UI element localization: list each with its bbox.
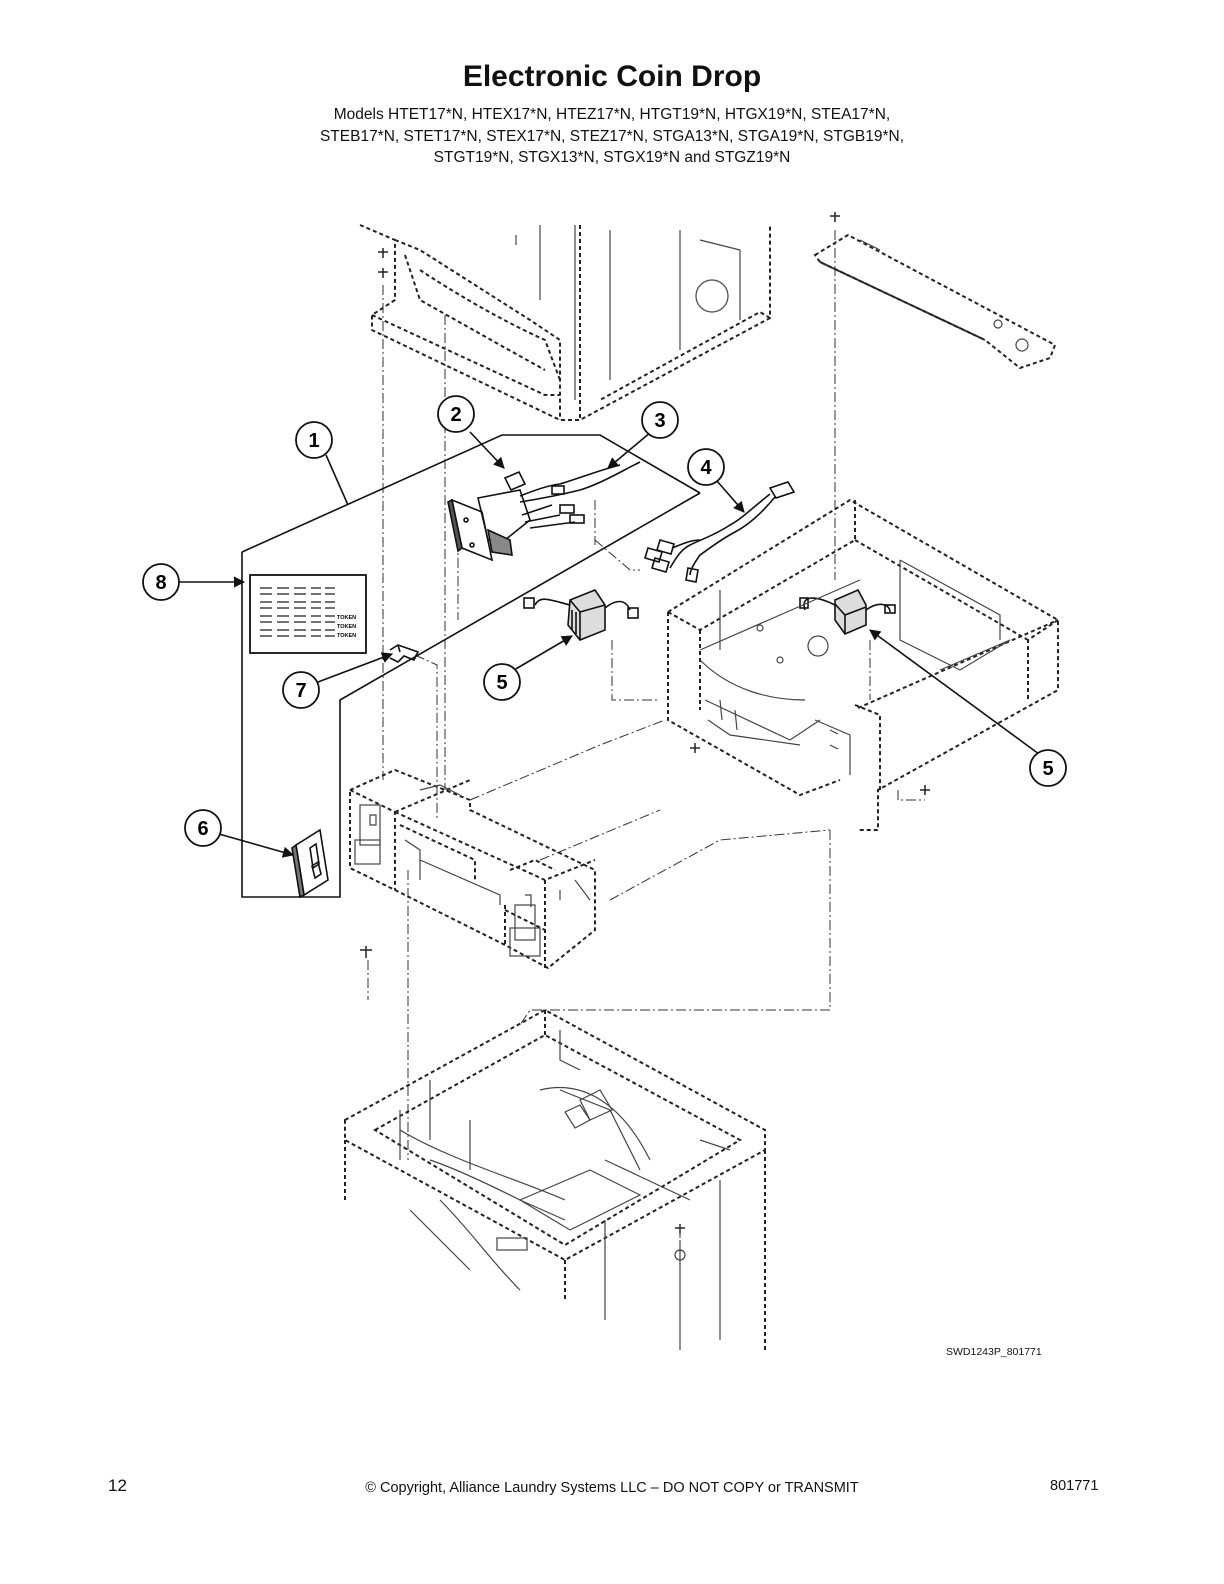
- callout-number: 4: [700, 457, 712, 479]
- page-title: Electronic Coin Drop: [462, 60, 762, 93]
- callout-1: 1: [295, 421, 333, 459]
- upper-cabinet-detail: [515, 225, 741, 400]
- base-frame: [349, 768, 596, 970]
- callout-leaders: [177, 431, 1044, 858]
- housing-internal: [699, 559, 1011, 775]
- drawing-id: SWD1243P_801771: [946, 1346, 1042, 1358]
- screw-fasteners: [360, 212, 930, 1234]
- coin-drop-board: [447, 461, 641, 562]
- control-housing: [667, 498, 1059, 831]
- callout-number: 1: [308, 430, 319, 452]
- callout-6: 6: [184, 809, 222, 847]
- bracket-holes: [859, 239, 1029, 352]
- callout-4: 4: [687, 448, 725, 486]
- coin-slot-plate: [291, 828, 329, 899]
- copyright-notice: © Copyright, Alliance Laundry Systems LL…: [365, 1480, 859, 1496]
- page-number: 12: [108, 1476, 127, 1495]
- transformer-right: [799, 588, 896, 635]
- callout-2: 2: [437, 395, 475, 433]
- model-line: STEB17*N, STET17*N, STEX17*N, STEZ17*N, …: [319, 127, 905, 145]
- label-decal: TOKEN TOKEN TOKEN: [249, 574, 367, 654]
- callout-number: 8: [155, 572, 166, 594]
- callout-number: 7: [295, 680, 306, 702]
- model-line: Models HTET17*N, HTEX17*N, HTEZ17*N, HTG…: [333, 106, 891, 123]
- label-token-text: TOKEN: [337, 633, 356, 639]
- callout-5-right: 5: [1029, 749, 1067, 787]
- model-list: Models HTET17*N, HTEX17*N, HTEZ17*N, HTG…: [200, 104, 1024, 169]
- callout-number: 6: [197, 818, 208, 840]
- label-token-text: TOKEN: [337, 615, 356, 621]
- transformer-left: [523, 589, 639, 641]
- callout-number: 5: [1042, 758, 1053, 780]
- mounting-bracket: [813, 233, 1057, 370]
- callout-7: 7: [282, 671, 320, 709]
- callout-number: 2: [450, 404, 461, 426]
- alignment-lines: [367, 230, 925, 1248]
- frame-details: [354, 784, 591, 957]
- callout-number: 5: [496, 672, 507, 694]
- retaining-clip: [389, 644, 420, 663]
- callout-8: 8: [142, 563, 180, 601]
- lower-cabinet: [344, 1008, 766, 1350]
- document-number: 801771: [1050, 1478, 1099, 1494]
- callout-number: 3: [654, 410, 665, 432]
- lower-cabinet-details: [399, 1030, 731, 1350]
- kit-group-outline: [241, 434, 701, 898]
- upper-cabinet: [359, 224, 771, 421]
- callout-3: 3: [641, 401, 679, 439]
- label-token-text: TOKEN: [337, 624, 356, 630]
- model-line: STGT19*N, STGX13*N, STGX19*N and STGZ19*…: [433, 149, 791, 166]
- callout-5-left: 5: [483, 663, 521, 701]
- wire-harness: [644, 481, 796, 583]
